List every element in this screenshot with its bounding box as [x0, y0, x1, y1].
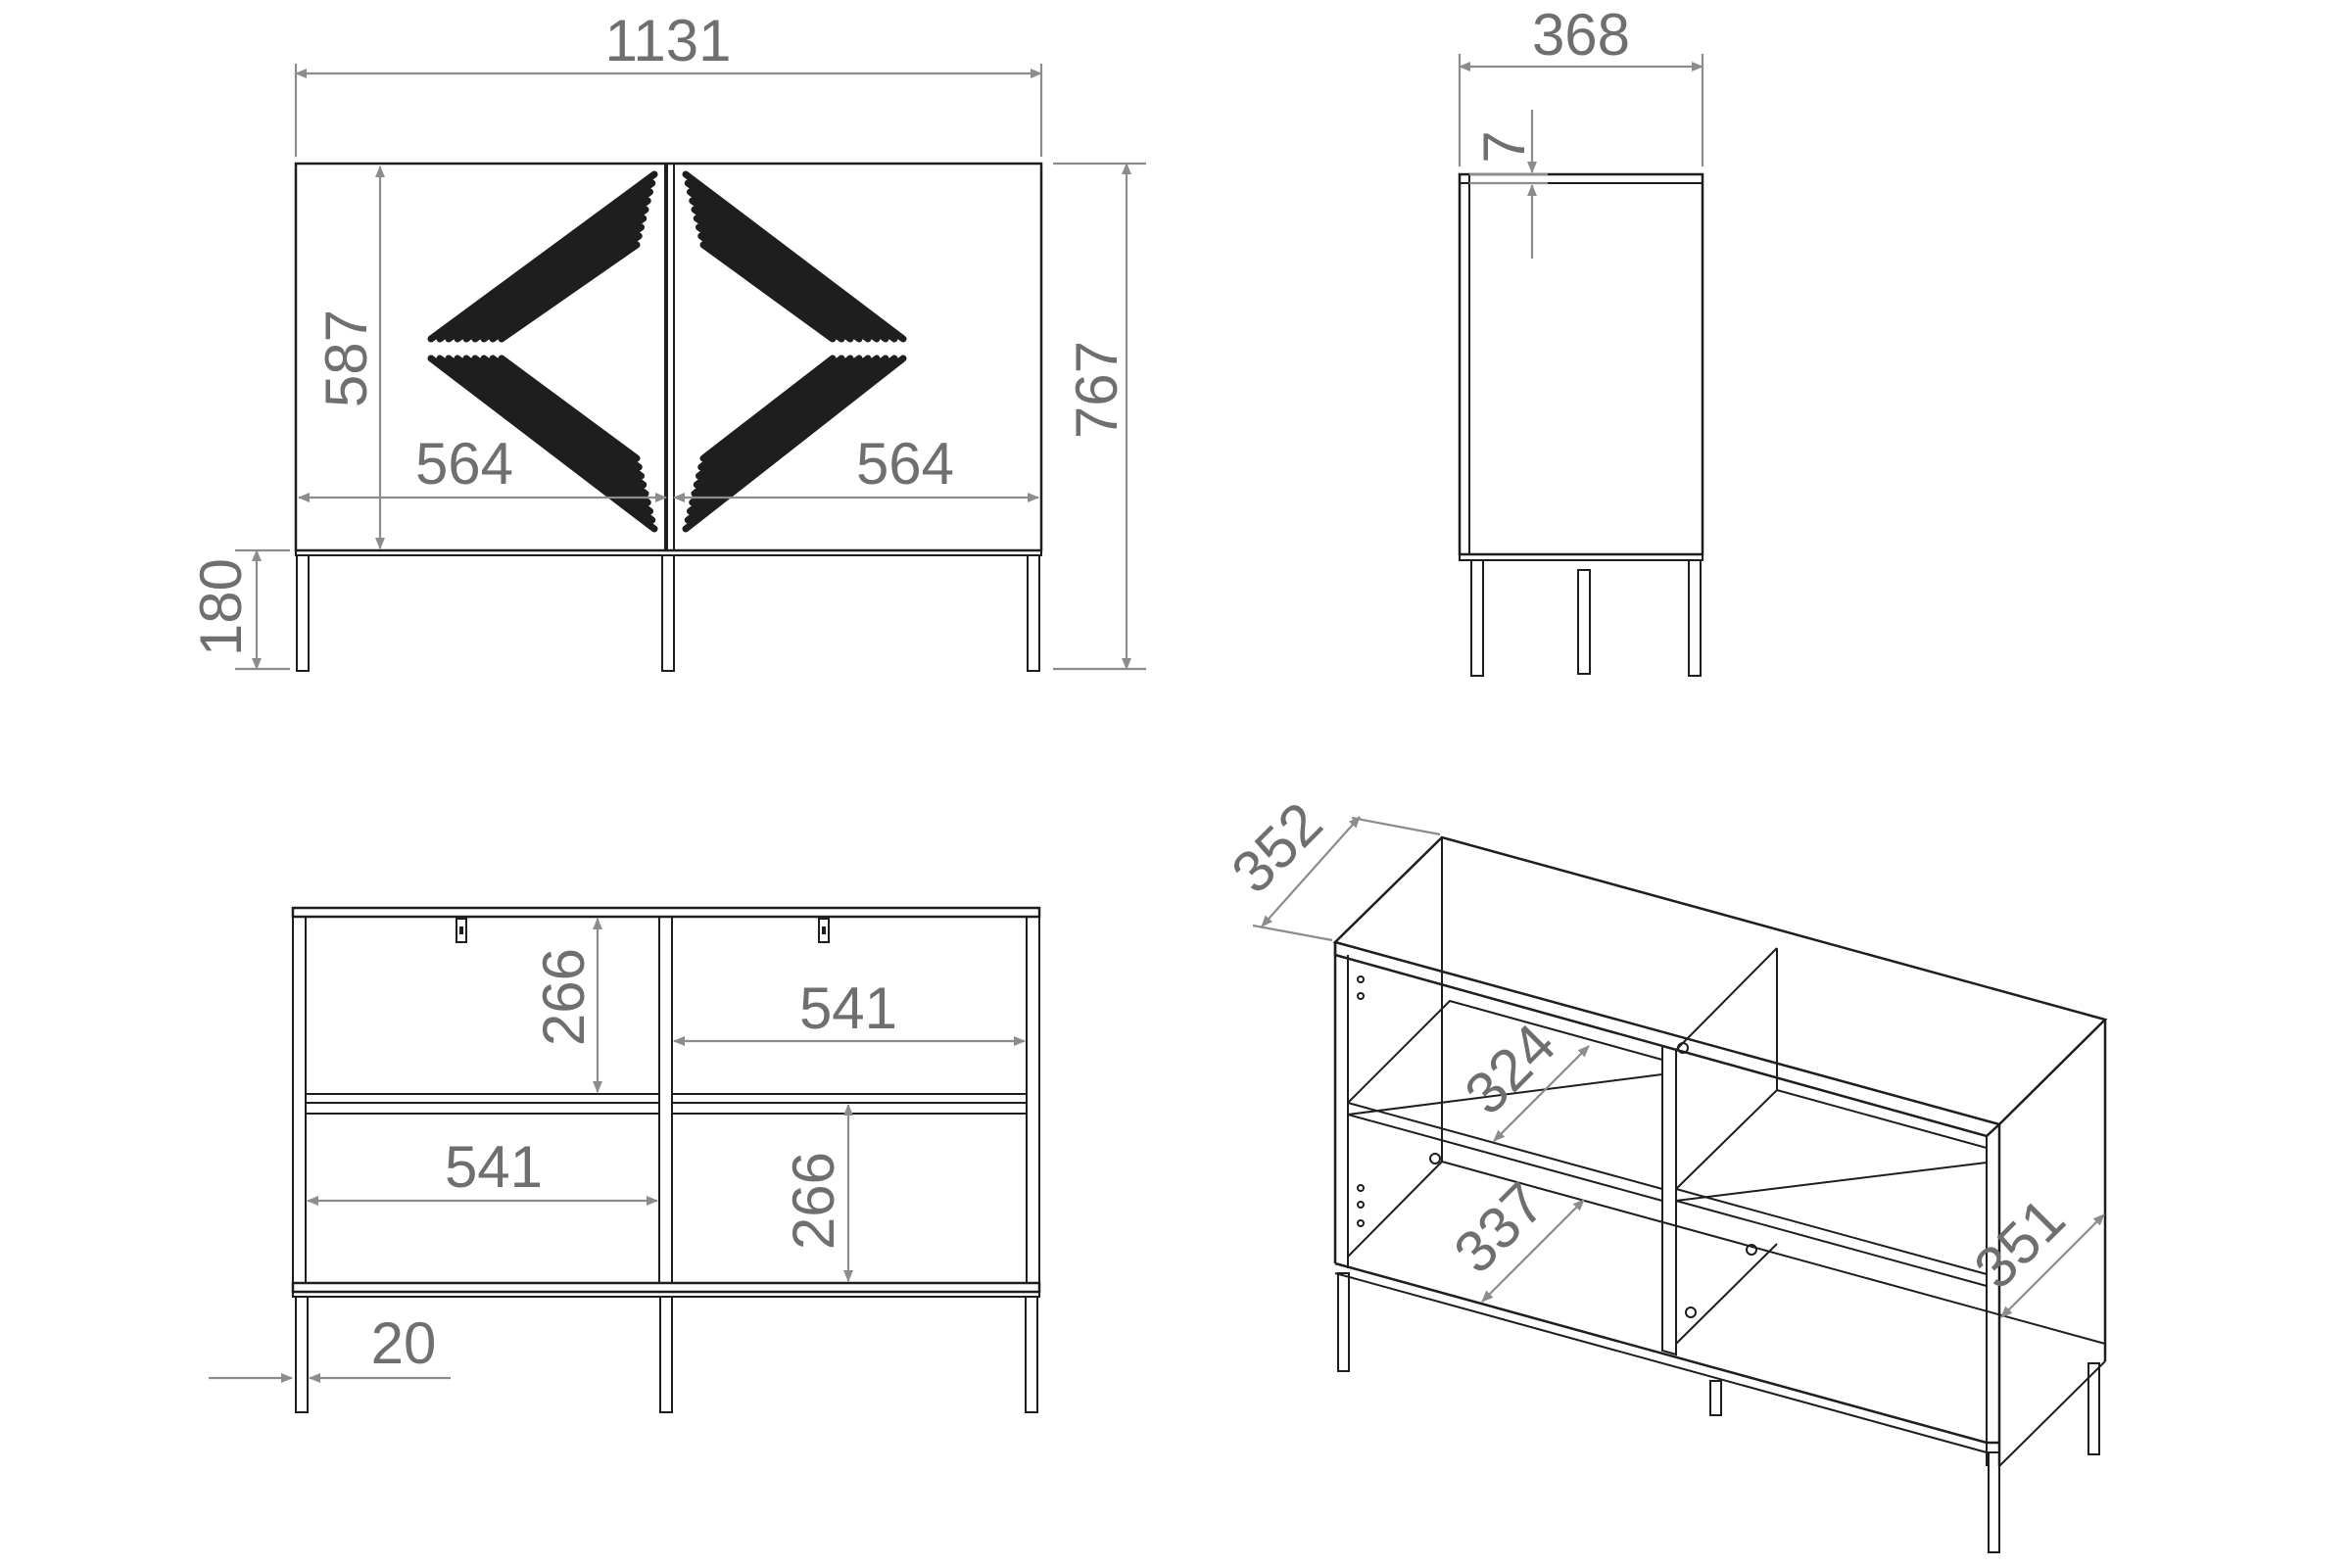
open-leg-center — [659, 1296, 673, 1413]
front-leg-center — [661, 554, 675, 672]
door-slat — [699, 241, 837, 343]
dim-inner-width-upper: 541 — [799, 975, 897, 1041]
dim-inner-width-lower: 541 — [445, 1134, 543, 1200]
door-slat — [489, 355, 643, 471]
door-slat — [689, 197, 881, 343]
door-slat — [682, 170, 907, 343]
front-view — [294, 162, 1043, 672]
door-slat — [691, 355, 872, 498]
iso-leg-middle — [1709, 1380, 1722, 1416]
door-slat — [471, 214, 648, 343]
dim-inner-height-lower: 266 — [781, 1152, 846, 1250]
door-slat — [697, 355, 845, 471]
open-front-dimensions: 266 541 541 266 20 — [209, 918, 1026, 1383]
iso-shelf-left — [1347, 999, 1663, 1117]
door-slat — [684, 179, 898, 343]
open-left-side — [292, 916, 307, 1284]
side-leg-back — [1688, 559, 1702, 677]
door-slat — [693, 355, 863, 489]
dim-top-thickness: 7 — [1471, 130, 1537, 163]
open-center-divider — [658, 916, 673, 1284]
dim-door-width-right: 564 — [856, 431, 954, 497]
door-slat — [445, 355, 653, 515]
dim-side-depth: 368 — [1532, 2, 1630, 68]
door-slat — [699, 355, 837, 462]
door-slat — [454, 355, 651, 506]
door-slat — [471, 355, 648, 489]
door-slat — [480, 223, 645, 343]
dim-line-iso-shelf-lower — [1481, 1199, 1585, 1303]
hanging-bracket-left — [456, 918, 467, 943]
side-view — [1458, 172, 1704, 677]
iso-leg-front-left — [1337, 1272, 1350, 1372]
door-slat — [689, 355, 881, 506]
door-slat — [687, 355, 889, 515]
side-dimensions: 368 7 — [1458, 2, 1704, 259]
dim-line-iso-depth-side — [2000, 1213, 2105, 1318]
door-slat — [696, 223, 854, 343]
side-leg-middle — [1577, 569, 1591, 675]
door-slat — [696, 355, 854, 480]
dim-line-iso-depth-top — [1261, 816, 1361, 927]
door-slat — [427, 170, 658, 343]
door-slat — [462, 355, 649, 498]
door-slat — [445, 188, 653, 343]
open-leg-left — [295, 1296, 309, 1413]
open-top-panel — [291, 906, 1041, 919]
door-slat — [480, 355, 645, 480]
door-slat — [687, 188, 889, 343]
dim-door-width-left: 564 — [415, 431, 513, 497]
front-dimensions: 1131 587 767 564 564 180 — [188, 8, 1146, 671]
dim-leg-height: 180 — [188, 558, 254, 656]
isometric-view — [1332, 835, 2108, 1553]
iso-top-surface — [1332, 835, 2108, 1126]
door-slat — [489, 232, 643, 343]
door-slat — [693, 214, 863, 343]
door-slat — [498, 241, 641, 343]
iso-shelf-right — [1675, 1088, 1988, 1203]
dim-iso-depth-top: 352 — [1219, 789, 1334, 905]
dim-total-height: 767 — [1064, 341, 1129, 439]
open-bottom-panel — [291, 1281, 1041, 1294]
open-leg-right — [1025, 1296, 1038, 1413]
side-leg-front — [1470, 559, 1484, 677]
front-leg-right — [1027, 554, 1040, 672]
door-slat — [691, 206, 872, 343]
open-right-side — [1026, 916, 1040, 1284]
door-slat — [462, 206, 649, 343]
dim-leg-inset: 20 — [371, 1310, 437, 1376]
dim-door-height: 587 — [313, 309, 379, 407]
open-shelf-right — [671, 1093, 1028, 1104]
iso-leg-front-right — [1988, 1451, 2000, 1553]
dim-inner-height-upper: 266 — [531, 948, 597, 1046]
dim-line-iso-shelf-upper — [1493, 1045, 1590, 1142]
open-front-view — [291, 906, 1041, 1413]
door-slat — [498, 355, 641, 462]
iso-leg-back-right — [2087, 1362, 2100, 1455]
side-body — [1458, 172, 1704, 556]
open-shelf-left — [305, 1093, 660, 1104]
dim-width-total: 1131 — [604, 8, 731, 73]
door-slat — [697, 232, 845, 343]
hanging-bracket-right — [818, 918, 830, 943]
dim-iso-shelf-lower: 337 — [1441, 1169, 1557, 1285]
door-slat — [454, 197, 651, 343]
front-leg-left — [296, 554, 310, 672]
door-slat — [436, 179, 656, 343]
